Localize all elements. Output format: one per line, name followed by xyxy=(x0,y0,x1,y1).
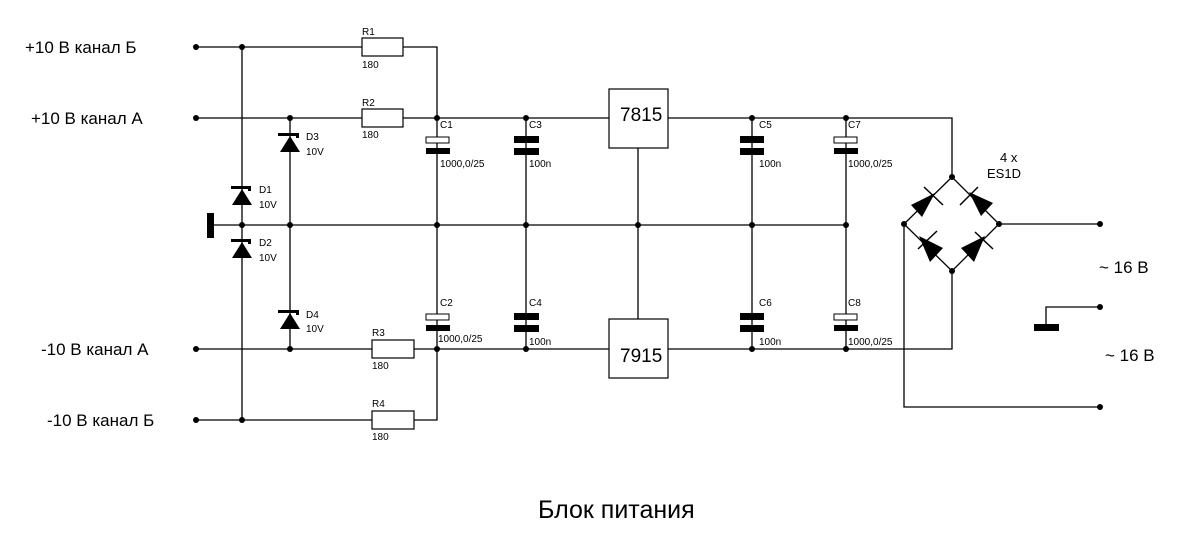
bridge-rectifier: 4 x ES1D xyxy=(911,150,1021,262)
capacitor-value: 1000,0/25 xyxy=(848,159,893,170)
bridge-diode-bottom-left xyxy=(917,230,943,262)
capacitor-ref: C2 xyxy=(440,298,453,309)
bridge-diode-top-right xyxy=(959,186,993,216)
capacitor-c4: C4 100n xyxy=(514,298,551,348)
terminal-neg-b xyxy=(193,417,199,423)
capacitor-ref: C6 xyxy=(759,298,772,309)
resistor-ref: R2 xyxy=(362,98,375,109)
capacitor-c2: C2 1000,0/25 xyxy=(425,298,483,345)
regulator-label: 7915 xyxy=(620,346,662,367)
capacitor-ref: C8 xyxy=(848,298,861,309)
regulator-7915: 7915 xyxy=(608,318,669,379)
zener-ref: D4 xyxy=(306,310,319,321)
zener-value: 10V xyxy=(259,253,277,264)
capacitor-value: 100n xyxy=(759,337,781,348)
zener-d1: D1 10V xyxy=(231,185,277,211)
resistor-value: 180 xyxy=(362,60,379,71)
zener-value: 10V xyxy=(306,147,324,158)
capacitor-value: 1000,0/25 xyxy=(438,334,483,345)
input-label-pos-b: +10 В канал Б xyxy=(25,38,137,57)
resistor-ref: R1 xyxy=(362,27,375,38)
capacitor-ref: C3 xyxy=(529,120,542,131)
terminal-ac-mid xyxy=(1097,304,1103,310)
resistor-r2: R2 180 xyxy=(361,98,404,141)
input-label-pos-a: +10 В канал А xyxy=(31,109,143,128)
zener-d4: D4 10V xyxy=(278,310,324,335)
capacitor-c3: C3 100n xyxy=(514,120,551,170)
zener-value: 10V xyxy=(306,324,324,335)
capacitor-c7: C7 1000,0/25 xyxy=(833,120,893,170)
capacitor-value: 1000,0/25 xyxy=(440,159,485,170)
capacitor-value: 100n xyxy=(529,337,551,348)
diagram-title: Блок питания xyxy=(538,496,695,524)
capacitor-ref: C4 xyxy=(529,298,542,309)
capacitor-value: 100n xyxy=(529,159,551,170)
resistor-value: 180 xyxy=(372,361,389,372)
input-label-neg-b: -10 В канал Б xyxy=(47,411,154,430)
capacitor-c6: C6 100n xyxy=(740,298,781,348)
regulator-7815: 7815 xyxy=(608,88,669,149)
zener-ref: D2 xyxy=(259,238,272,249)
regulator-label: 7815 xyxy=(620,105,662,126)
zener-d3: D3 10V xyxy=(278,132,324,158)
zener-value: 10V xyxy=(259,200,277,211)
ac-label-upper: ~ 16 В xyxy=(1099,258,1149,277)
input-label-neg-a: -10 В канал А xyxy=(41,340,149,359)
resistor-ref: R3 xyxy=(372,328,385,339)
zener-ref: D3 xyxy=(306,132,319,143)
resistor-value: 180 xyxy=(372,432,389,443)
terminal-pos-b xyxy=(193,44,199,50)
capacitor-c1: C1 1000,0/25 xyxy=(425,120,485,170)
terminal-ac-lower xyxy=(1097,404,1103,410)
capacitor-value: 1000,0/25 xyxy=(848,337,893,348)
capacitor-c5: C5 100n xyxy=(740,120,781,170)
capacitor-value: 100n xyxy=(759,159,781,170)
capacitor-ref: C1 xyxy=(440,120,453,131)
resistor-value: 180 xyxy=(362,130,379,141)
bridge-label-part: ES1D xyxy=(987,166,1021,181)
resistor-r1: R1 180 xyxy=(361,27,404,71)
zener-d2: D2 10V xyxy=(231,238,277,264)
terminal-neg-a xyxy=(193,346,199,352)
ground-symbol-left xyxy=(207,213,214,238)
capacitor-ref: C5 xyxy=(759,120,772,131)
bridge-label-count: 4 x xyxy=(1000,150,1018,165)
junctions xyxy=(193,44,1103,423)
resistor-r4: R4 180 xyxy=(371,399,415,443)
capacitor-ref: C7 xyxy=(848,120,861,131)
zener-ref: D1 xyxy=(259,185,272,196)
bridge-diode-top-left xyxy=(911,186,944,217)
resistor-ref: R4 xyxy=(372,399,385,410)
ac-label-lower: ~ 16 В xyxy=(1105,346,1155,365)
bridge-diode-bottom-right xyxy=(961,231,994,262)
resistor-r3: R3 180 xyxy=(371,328,415,372)
terminal-pos-a xyxy=(193,115,199,121)
ground-symbol-right xyxy=(1034,324,1059,331)
terminal-ac-upper xyxy=(1097,221,1103,227)
capacitor-c8: C8 1000,0/25 xyxy=(833,298,893,348)
